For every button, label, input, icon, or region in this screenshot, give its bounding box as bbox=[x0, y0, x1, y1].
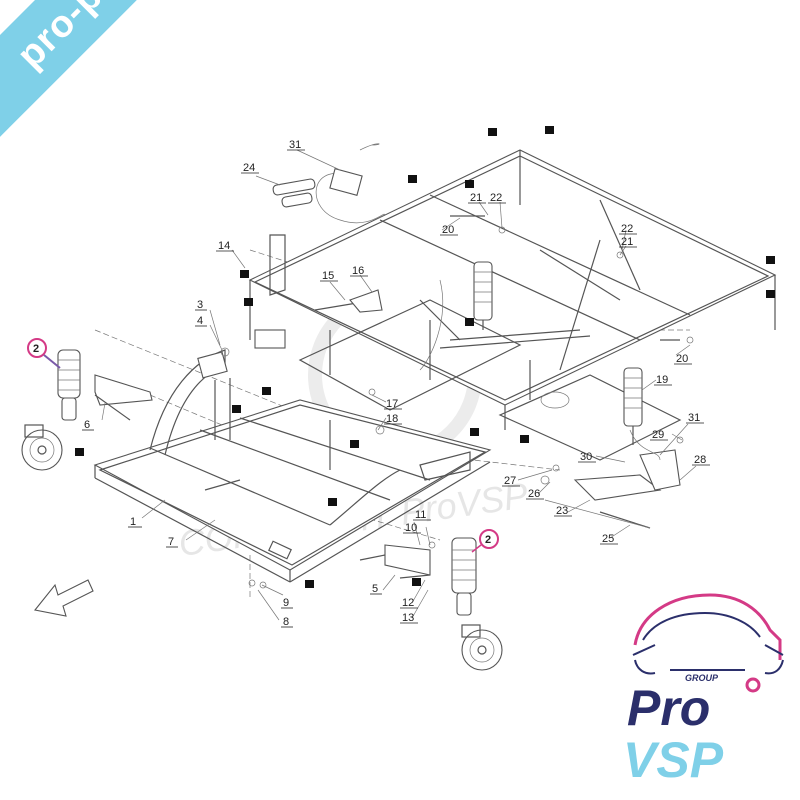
callout-5: 5 bbox=[372, 583, 378, 595]
provsp-logo: GROUP Pro VSP bbox=[623, 593, 784, 785]
callout-2-right-leader bbox=[471, 544, 482, 553]
callout-2-left: 2 bbox=[33, 343, 39, 355]
callout-17: 17 bbox=[386, 398, 398, 410]
callout-25: 25 bbox=[602, 533, 614, 545]
small-hardware bbox=[220, 226, 694, 589]
logo-group-backing bbox=[677, 673, 735, 681]
callout-31-right: 31 bbox=[688, 412, 700, 424]
mount-blocks bbox=[75, 126, 775, 588]
cables-and-levers bbox=[204, 143, 680, 529]
callout-2-right-ring bbox=[479, 529, 499, 549]
callout-13: 13 bbox=[402, 612, 414, 624]
callout-19: 19 bbox=[656, 374, 668, 386]
callout-2-left-ring bbox=[27, 338, 47, 358]
logo-group-text: GROUP bbox=[685, 673, 719, 683]
callout-24: 24 bbox=[243, 162, 255, 174]
callout-1: 1 bbox=[130, 516, 136, 528]
callout-30: 30 bbox=[580, 451, 592, 463]
callout-14: 14 bbox=[218, 240, 230, 252]
upper-rear-frame bbox=[248, 149, 777, 461]
logo-pro-text: Pro bbox=[627, 680, 710, 736]
callout-8: 8 bbox=[283, 616, 289, 628]
callout-9: 9 bbox=[283, 597, 289, 609]
direction-arrow bbox=[34, 579, 94, 617]
callout-15: 15 bbox=[322, 270, 334, 282]
logo-vsp-text: VSP bbox=[623, 732, 724, 785]
callout-6: 6 bbox=[84, 419, 90, 431]
callout-21-right: 21 bbox=[621, 236, 633, 248]
front-hub-right bbox=[461, 624, 503, 671]
callout-21-top: 21 bbox=[470, 192, 482, 204]
front-shock-left bbox=[57, 349, 81, 421]
front-hub-left bbox=[21, 424, 63, 471]
callout-20-rear-right: 20 bbox=[442, 224, 454, 236]
callout-23: 23 bbox=[556, 505, 568, 517]
callout-12: 12 bbox=[402, 597, 414, 609]
rear-shock-left bbox=[473, 261, 493, 330]
callout-10: 10 bbox=[405, 522, 417, 534]
callout-22-right: 22 bbox=[621, 223, 633, 235]
callout-26: 26 bbox=[528, 488, 540, 500]
callout-4: 4 bbox=[197, 315, 203, 327]
callout-28: 28 bbox=[694, 454, 706, 466]
callout-2-left-leader bbox=[43, 354, 61, 369]
callout-leaders bbox=[101, 149, 697, 621]
callout-29: 29 bbox=[652, 429, 664, 441]
callout-16: 16 bbox=[352, 265, 364, 277]
callout-7: 7 bbox=[168, 536, 174, 548]
callout-labels: 1 3 4 5 6 7 8 9 10 11 12 13 14 15 16 17 … bbox=[27, 139, 710, 628]
callout-11: 11 bbox=[415, 509, 426, 521]
front-shock-right bbox=[451, 537, 477, 616]
callout-27: 27 bbox=[504, 475, 516, 487]
rear-shock-right bbox=[623, 367, 643, 445]
callout-2-right: 2 bbox=[485, 534, 491, 546]
callout-22-top: 22 bbox=[490, 192, 502, 204]
callout-20-right: 20 bbox=[676, 353, 688, 365]
callout-3: 3 bbox=[197, 299, 203, 311]
lower-front-frame bbox=[93, 349, 492, 583]
wishbones bbox=[94, 374, 681, 579]
callout-31-top: 31 bbox=[289, 139, 301, 151]
callout-18: 18 bbox=[386, 413, 398, 425]
